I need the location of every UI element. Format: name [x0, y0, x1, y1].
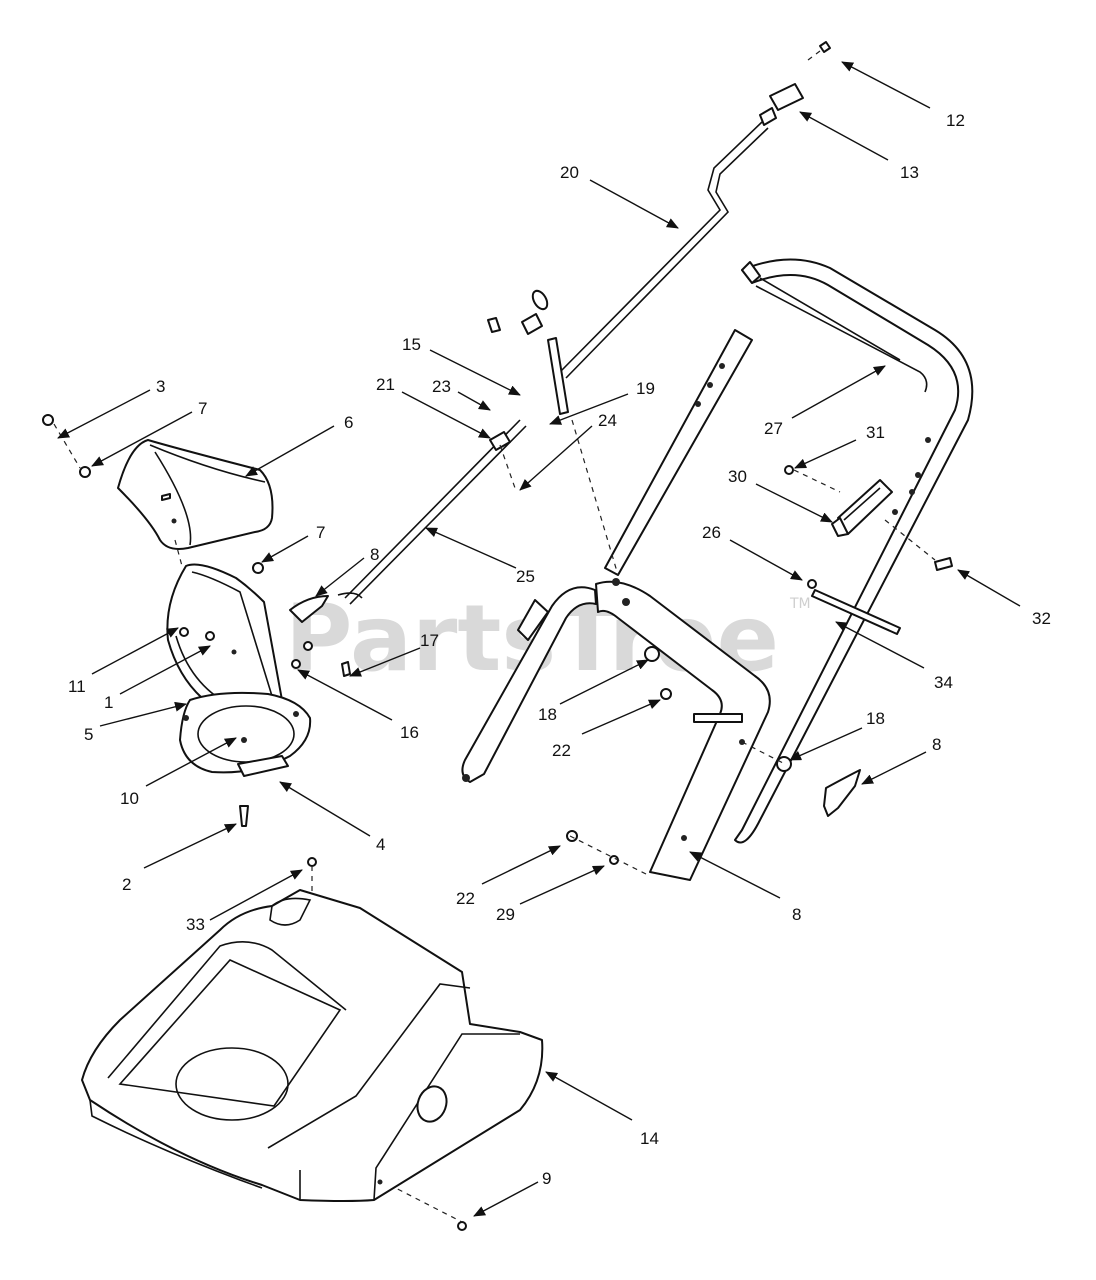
callout-34: 34 — [934, 673, 953, 692]
callout-13: 13 — [900, 163, 919, 182]
nut-26 — [807, 579, 817, 589]
handle-knob-left — [289, 595, 329, 623]
callout-5: 5 — [84, 725, 93, 744]
callout-30: 30 — [728, 467, 747, 486]
callout-7a: 7 — [198, 399, 207, 418]
callout-10: 10 — [120, 789, 139, 808]
callout-33: 33 — [186, 915, 205, 934]
lower-handle — [462, 578, 771, 881]
callout-25: 25 — [516, 567, 535, 586]
callout-12: 12 — [946, 111, 965, 130]
callout-31: 31 — [866, 423, 885, 442]
callout-19: 19 — [636, 379, 655, 398]
washer-18a — [644, 646, 660, 662]
callout-32: 32 — [1032, 609, 1051, 628]
callout-8c: 8 — [792, 905, 801, 924]
cable-rod-34 — [811, 589, 901, 635]
small-hardware — [42, 317, 672, 1231]
switch-box — [784, 465, 953, 571]
snow-thrower-housing — [81, 889, 544, 1202]
callout-15: 15 — [402, 335, 421, 354]
chute-base-ring — [179, 691, 312, 777]
callout-22a: 22 — [552, 741, 571, 760]
washer-18b — [776, 756, 792, 772]
callout-1: 1 — [104, 693, 113, 712]
handle-knob-right — [823, 769, 861, 817]
callout-9: 9 — [542, 1169, 551, 1188]
chute-deflector — [117, 439, 274, 550]
chute-crank-rod — [337, 41, 831, 605]
callout-8b: 8 — [932, 735, 941, 754]
callout-14: 14 — [640, 1129, 659, 1148]
callout-20: 20 — [560, 163, 579, 182]
callout-24: 24 — [598, 411, 617, 430]
callout-22b: 22 — [456, 889, 475, 908]
callout-17: 17 — [420, 631, 439, 650]
callout-16: 16 — [400, 723, 419, 742]
callout-4: 4 — [376, 835, 385, 854]
callouts: 12 13 20 15 19 21 23 24 27 31 30 3 7 6 7… — [57, 61, 1051, 1217]
assembly-dashes — [53, 47, 936, 1223]
callout-18a: 18 — [538, 705, 557, 724]
callout-21: 21 — [376, 375, 395, 394]
handle-bracket — [517, 599, 549, 641]
callout-26: 26 — [702, 523, 721, 542]
watermark-trademark: TM — [789, 596, 811, 612]
callout-7b: 7 — [316, 523, 325, 542]
callout-3: 3 — [156, 377, 165, 396]
carriage-bolt — [693, 713, 743, 723]
callout-6: 6 — [344, 413, 353, 432]
callout-18b: 18 — [866, 709, 885, 728]
callout-27: 27 — [764, 419, 783, 438]
callout-11: 11 — [68, 677, 86, 696]
callout-29: 29 — [496, 905, 515, 924]
upper-handle — [734, 258, 974, 844]
callout-23: 23 — [432, 377, 451, 396]
callout-8a: 8 — [370, 545, 379, 564]
callout-2: 2 — [122, 875, 131, 894]
